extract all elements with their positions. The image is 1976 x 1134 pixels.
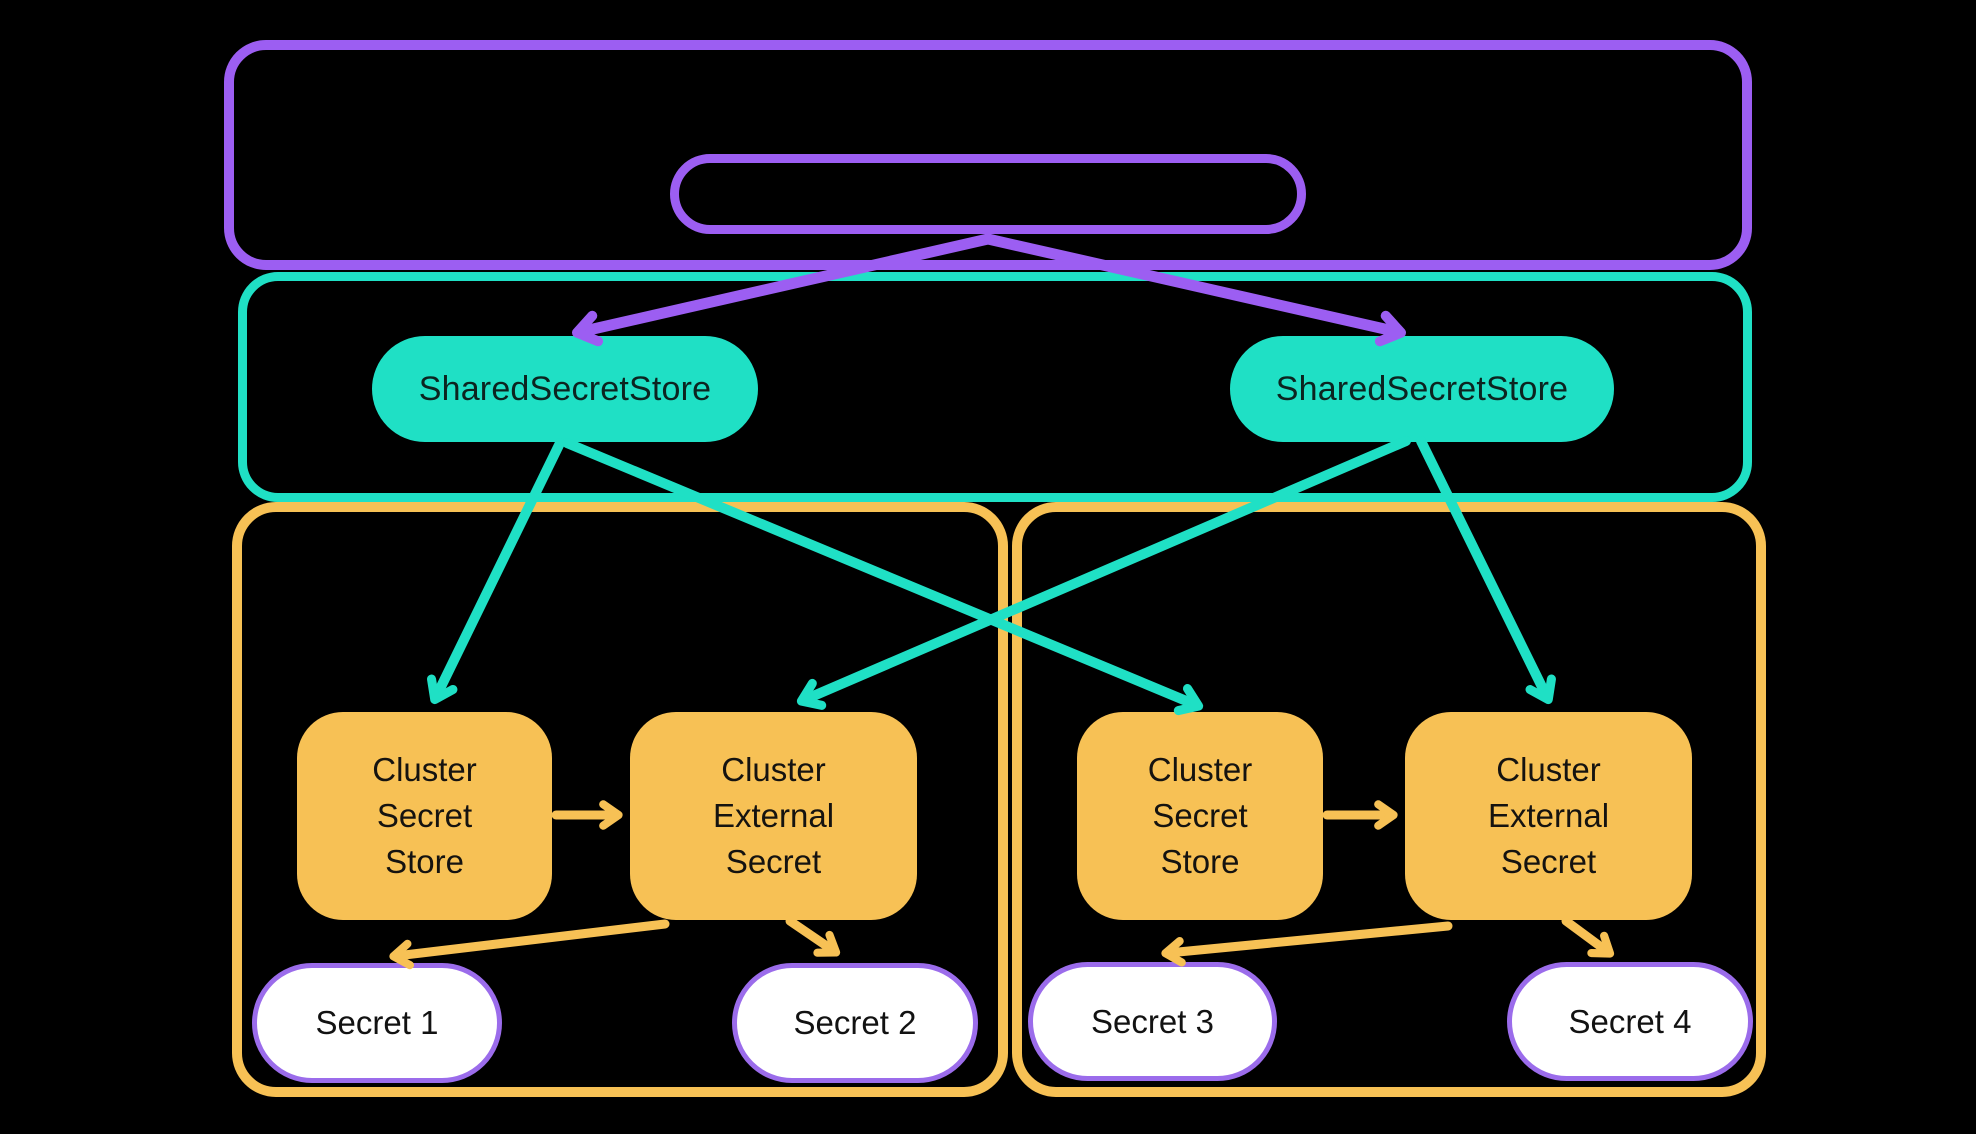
cluster1-external-secret: Cluster External Secret xyxy=(630,712,917,920)
secret-2-label: Secret 2 xyxy=(793,1004,917,1041)
cluster2-secret-store-line1: Cluster xyxy=(1147,751,1253,788)
shared-secret-store-left: SharedSecretStore xyxy=(372,336,758,442)
secret-4-pill: Secret 4 xyxy=(1507,962,1753,1081)
cluster2-external-secret-line1: Cluster xyxy=(1496,751,1601,788)
secret-3-label: Secret 3 xyxy=(1091,1002,1214,1040)
shared-secret-store-right-label: SharedSecretStore xyxy=(1275,369,1569,408)
shared-secret-store-left-label: SharedSecretStore xyxy=(418,369,712,408)
shared-secret-store-right: SharedSecretStore xyxy=(1230,336,1614,442)
cluster2-external-secret-line3: Secret xyxy=(1500,843,1597,880)
secret-1-label: Secret 1 xyxy=(315,1004,439,1041)
cluster1-secret-store: Cluster Secret Store xyxy=(297,712,552,920)
cluster2-secret-store-line2: Secret xyxy=(1152,797,1248,834)
cluster1-secret-store-line2: Secret xyxy=(376,797,473,834)
cluster2-external-secret: Cluster External Secret xyxy=(1405,712,1692,920)
cluster2-secret-store: Cluster Secret Store xyxy=(1077,712,1323,920)
cluster2-secret-store-line3: Store xyxy=(1160,843,1240,880)
cluster2-external-secret-line2: External xyxy=(1487,797,1610,834)
cluster1-external-secret-line3: Secret xyxy=(725,843,822,880)
secret-1-pill: Secret 1 xyxy=(252,963,502,1083)
top-inner-pill xyxy=(670,154,1306,234)
secret-2-pill: Secret 2 xyxy=(732,963,978,1083)
cluster1-secret-store-line1: Cluster xyxy=(372,751,477,788)
secret-3-pill: Secret 3 xyxy=(1028,962,1277,1081)
cluster1-external-secret-line1: Cluster xyxy=(721,751,826,788)
cluster1-external-secret-line2: External xyxy=(712,797,835,834)
cluster1-secret-store-line3: Store xyxy=(385,843,464,880)
secret-4-label: Secret 4 xyxy=(1568,1002,1692,1040)
